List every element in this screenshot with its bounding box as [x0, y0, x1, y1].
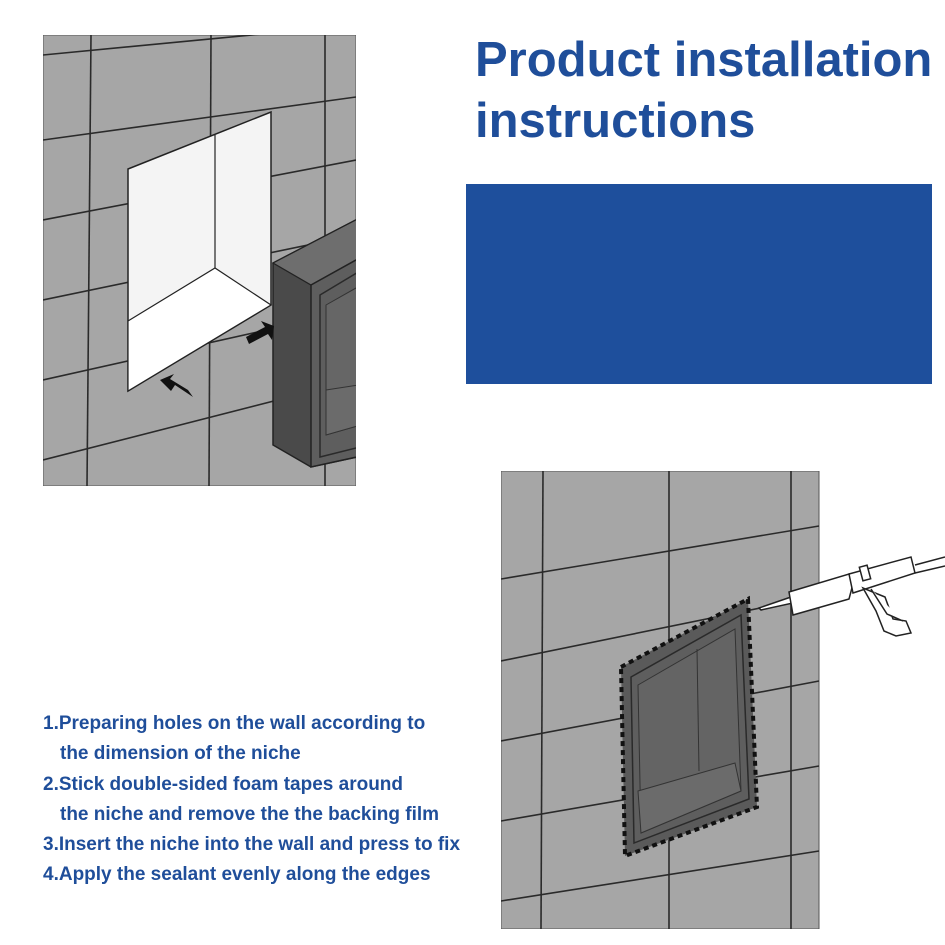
title-line-2: instructions [475, 94, 756, 148]
step-2-line-2: the niche and remove the the backing fil… [60, 803, 440, 825]
blue-banner-block [466, 184, 932, 384]
title-line-1: Product installation [475, 33, 933, 87]
caulking-gun-icon [757, 556, 945, 637]
push-arrow-icon [160, 374, 193, 397]
sealant-application-illustration [501, 471, 945, 929]
wall-opening [127, 110, 273, 393]
push-arrow-icon [246, 321, 274, 344]
instruction-steps: 1.Preparing holes on the wall according … [43, 709, 493, 891]
page-title: Product installation instructions [475, 30, 945, 152]
step-4: 4.Apply the sealant evenly along the edg… [43, 864, 431, 886]
installed-niche [618, 595, 760, 859]
step-2-line-1: 2.Stick double-sided foam tapes around [43, 773, 404, 795]
niche-box [271, 218, 356, 468]
step-3: 3.Insert the niche into the wall and pre… [43, 834, 461, 856]
step-1-line-1: 1.Preparing holes on the wall according … [43, 713, 426, 734]
niche-insertion-illustration [43, 35, 356, 486]
step-1-line-2: the dimension of the niche [60, 743, 301, 765]
